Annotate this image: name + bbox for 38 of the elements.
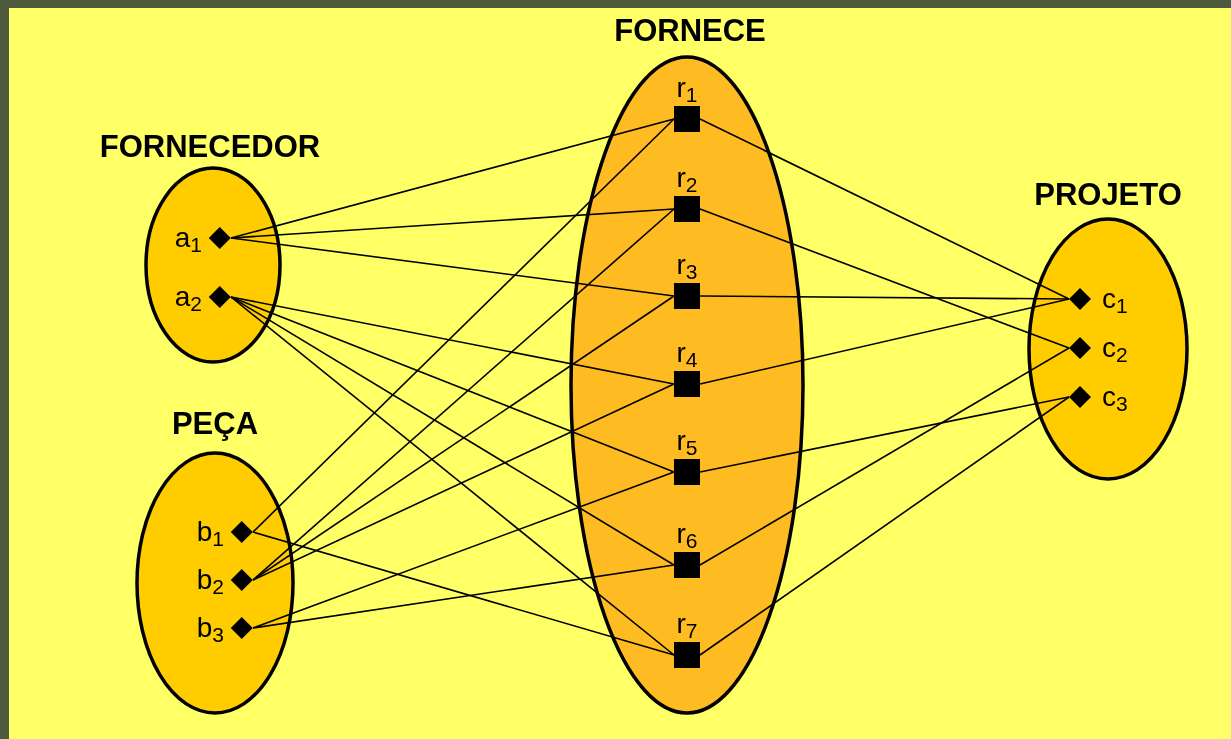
set-title: PEÇA — [170, 405, 260, 443]
set-title: FORNECEDOR — [98, 128, 322, 166]
connector-line — [230, 296, 675, 656]
element-label: r$_{3}$ — [676, 250, 698, 280]
connector-line — [230, 208, 675, 239]
connector-line — [252, 118, 675, 533]
connector-line — [699, 298, 1070, 385]
element-label: r$_{6}$ — [676, 519, 698, 549]
connector-line — [699, 118, 1070, 300]
element-label: r$_{1}$ — [676, 73, 698, 103]
element-label: b$_{3}$ — [196, 613, 224, 643]
connector-line — [230, 118, 675, 239]
connector-line — [252, 383, 675, 581]
connector-line — [252, 471, 675, 629]
element-label: r$_{4}$ — [676, 338, 698, 368]
connector-line — [230, 237, 675, 297]
connector-line — [699, 208, 1070, 349]
element-label: b$_{1}$ — [196, 517, 224, 547]
connector-line — [699, 347, 1070, 566]
set-title: FORNECE — [613, 12, 767, 50]
connector-line — [699, 295, 1070, 300]
set-title: PROJETO — [1033, 176, 1183, 214]
element-label: a$_{2}$ — [174, 282, 202, 312]
element-label: c$_{1}$ — [1102, 284, 1128, 314]
element-label: b$_{2}$ — [196, 565, 224, 595]
element-label: c$_{2}$ — [1102, 333, 1128, 363]
element-label: c$_{3}$ — [1102, 382, 1128, 412]
element-label: r$_{7}$ — [676, 609, 698, 639]
element-label: a$_{1}$ — [174, 223, 202, 253]
connector-line — [699, 396, 1070, 656]
connector-line — [699, 396, 1070, 473]
element-label: r$_{2}$ — [676, 163, 698, 193]
connector-line — [252, 564, 675, 629]
connector-line — [230, 296, 675, 385]
element-label: r$_{5}$ — [676, 426, 698, 456]
connector-line — [252, 531, 675, 656]
connector-line — [252, 208, 675, 581]
connector-line — [230, 296, 675, 473]
